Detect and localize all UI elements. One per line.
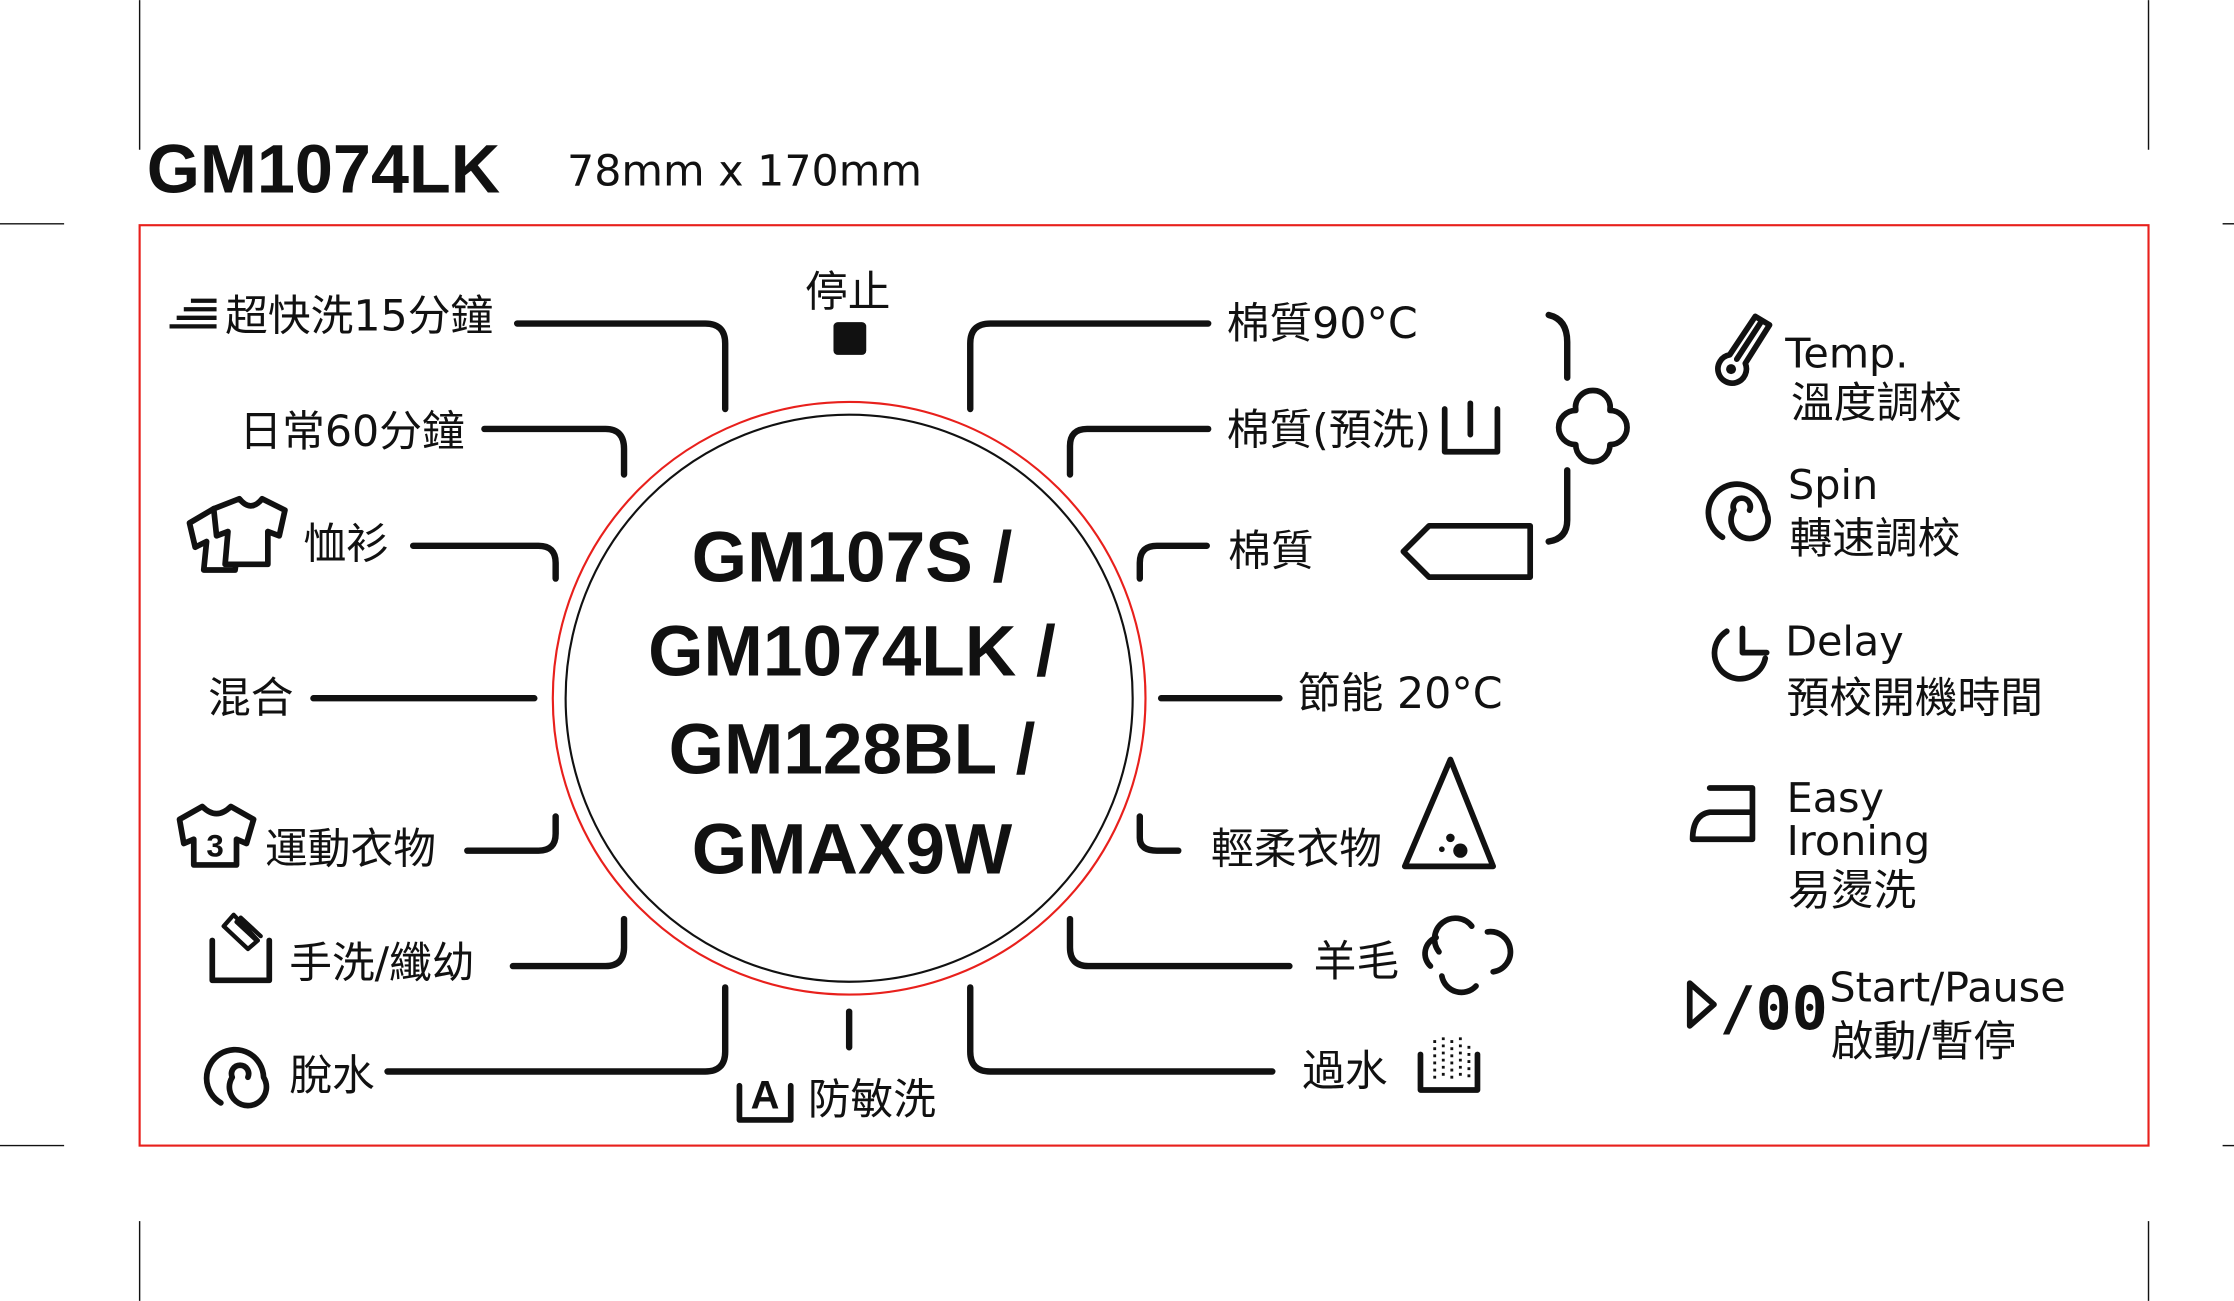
program-sportswear[interactable]: 運動衣物 (265, 824, 436, 874)
program-shirts[interactable]: 恤衫 (303, 520, 388, 570)
leader-lines (310, 311, 1571, 1075)
program-anti-allergy[interactable]: 防敏洗 (808, 1075, 936, 1125)
program-eco-20[interactable]: 節能 20°C (1298, 669, 1503, 719)
program-spin[interactable]: 脫水 (289, 1051, 374, 1101)
svg-text:3: 3 (206, 828, 223, 863)
ironing-label-zh: 易燙洗 (1788, 866, 1916, 916)
ironing-label-en-2: Ironing (1787, 817, 1931, 865)
program-rinse[interactable]: 過水 (1302, 1047, 1387, 1097)
prewash-tub-icon (1441, 400, 1501, 455)
program-stop-label: 停止 (805, 267, 890, 317)
rinse-basin-icon (1417, 1037, 1481, 1093)
temp-button[interactable]: Temp. 溫度調校 (1715, 313, 1962, 429)
quick-wash-icon (169, 298, 217, 329)
clock-delay-icon (1711, 625, 1770, 682)
program-mixed[interactable]: 混合 (208, 673, 293, 723)
clover-icon (1555, 387, 1630, 465)
start-pause-label-en: Start/Pause (1829, 964, 2065, 1012)
program-wool[interactable]: 羊毛 (1314, 937, 1399, 987)
dial-model-line: GM1074LK / (648, 612, 1056, 691)
spin-label-zh: 轉速調校 (1789, 514, 1960, 564)
shirt-icon (186, 495, 288, 573)
easy-ironing-button[interactable]: Easy Ironing 易燙洗 (1689, 774, 1931, 916)
program-gentle[interactable]: 輕柔衣物 (1211, 824, 1382, 874)
delay-button[interactable]: Delay 預校開機時間 (1711, 617, 2043, 723)
spin-label-en: Spin (1788, 461, 1878, 509)
ironing-label-en-1: Easy (1787, 774, 1884, 822)
svg-text:A: A (751, 1074, 780, 1118)
iron-icon (1689, 785, 1756, 843)
dimensions-label: 78mm x 170mm (567, 146, 922, 196)
start-pause-button[interactable]: /00 Start/Pause 啟動/暫停 (1686, 964, 2066, 1067)
gentle-triangle-icon (1401, 756, 1496, 870)
model-title: GM1074LK (147, 131, 500, 207)
delay-label-en: Delay (1785, 617, 1903, 665)
program-cotton[interactable]: 棉質 (1228, 527, 1313, 577)
spin-spiral-icon (1705, 481, 1771, 542)
wool-cloud-icon (1422, 915, 1514, 996)
panel-border (138, 224, 2150, 1147)
tag-icon (1400, 522, 1534, 580)
temp-label-zh: 溫度調校 (1791, 379, 1962, 429)
spin-button[interactable]: Spin 轉速調校 (1705, 461, 1960, 564)
stop-square-icon (833, 322, 867, 355)
thermometer-icon (1715, 313, 1773, 386)
temp-label-en: Temp. (1784, 330, 1908, 378)
allergy-wash-icon: A (736, 1074, 794, 1123)
program-daily-60[interactable]: 日常60分鐘 (239, 407, 464, 457)
program-quick-15[interactable]: 超快洗15分鐘 (225, 292, 493, 342)
sportswear-icon: 3 (176, 803, 257, 868)
start-pause-label-zh: 啟動/暫停 (1831, 1017, 2016, 1067)
dial-model-line: GMAX9W (692, 810, 1013, 889)
program-cotton-90[interactable]: 棉質90°C (1227, 299, 1418, 349)
delay-label-zh: 預校開機時間 (1787, 673, 2043, 723)
program-hand-wash-delicates[interactable]: 手洗/纖幼 (289, 938, 474, 988)
pause-icon: /00 (1720, 974, 1828, 1044)
dial-model-line: GM128BL / (669, 711, 1036, 790)
program-dial[interactable]: GM107S / GM1074LK / GM128BL / GMAX9W (551, 400, 1147, 996)
dial-model-line: GM107S / (692, 518, 1013, 597)
program-cotton-prewash[interactable]: 棉質(預洗) (1227, 406, 1431, 456)
hand-wash-icon (209, 912, 273, 984)
play-icon (1686, 980, 1717, 1029)
spin-spiral-icon (203, 1046, 270, 1109)
